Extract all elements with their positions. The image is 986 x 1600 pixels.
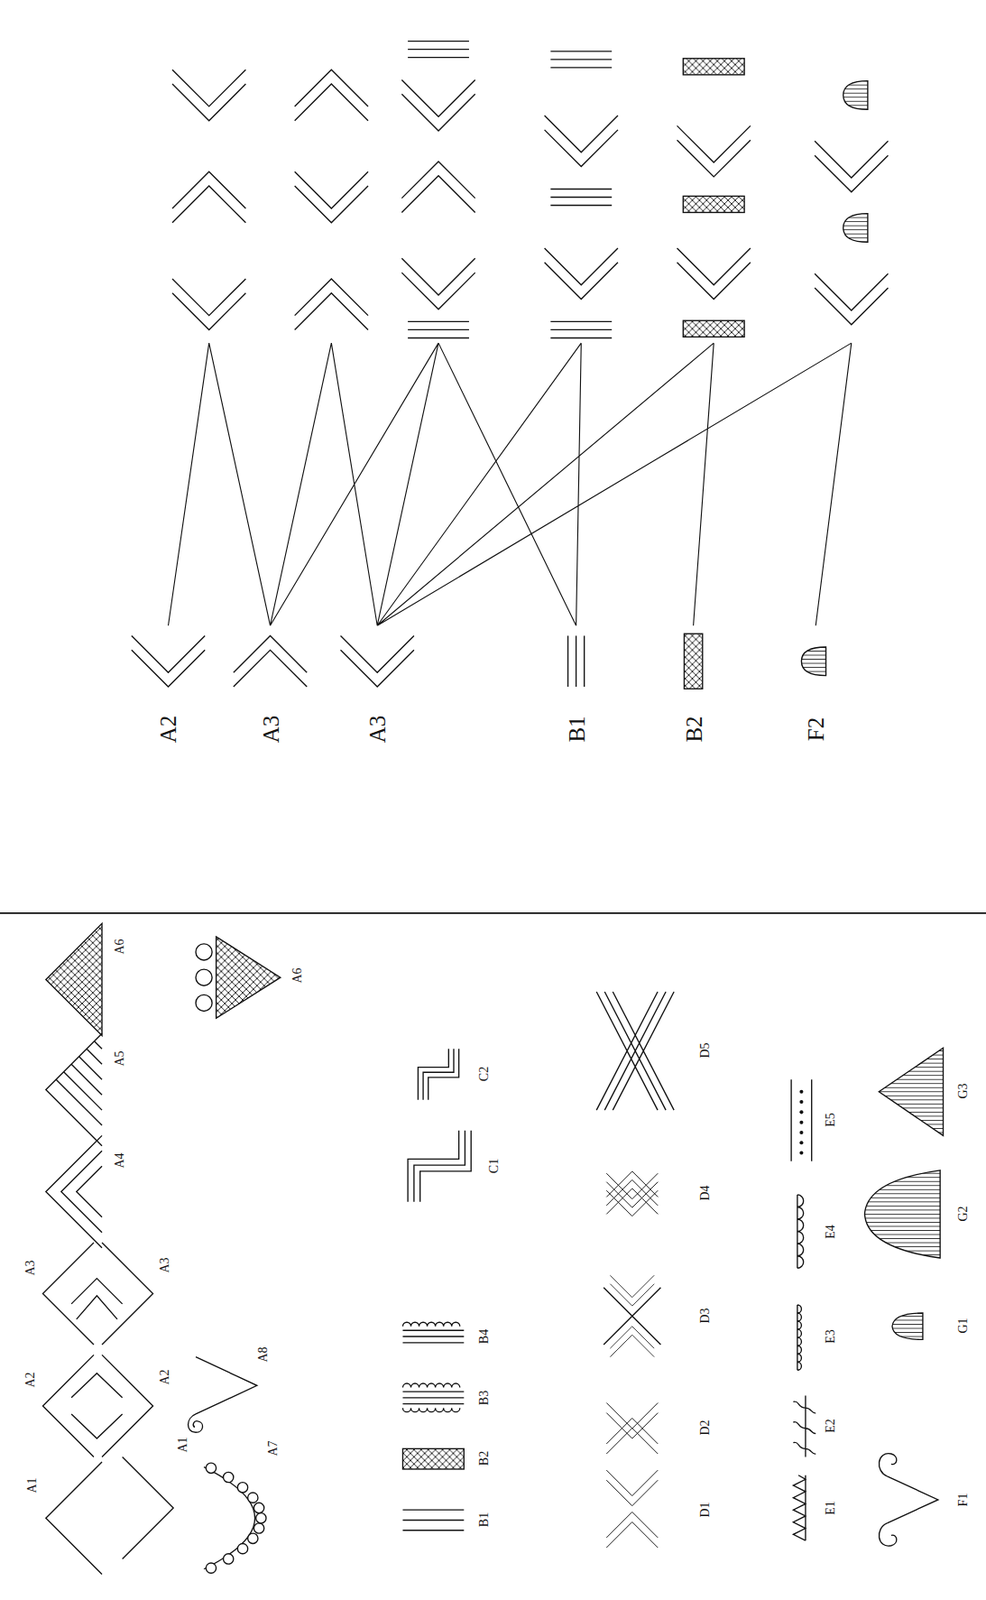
- motif-label: G3: [957, 1083, 970, 1099]
- motif-label: A3: [366, 715, 389, 744]
- motif-label: B1: [564, 716, 588, 743]
- motif-label: G2: [957, 1205, 970, 1221]
- motif-label: C2: [478, 1066, 491, 1081]
- motif-label: A2: [156, 715, 180, 744]
- motif-label: C1: [488, 1158, 501, 1173]
- motif-label: D4: [699, 1185, 712, 1201]
- motif-label: A2: [158, 1368, 172, 1384]
- motif-label: A6: [113, 938, 127, 954]
- motif-label: A8: [257, 1345, 270, 1362]
- motif-label: A5: [113, 1050, 127, 1067]
- motif-label: D3: [699, 1308, 712, 1324]
- motif-label: A2: [24, 1372, 37, 1388]
- motif-label: B1: [478, 1511, 491, 1527]
- motif-label: F2: [804, 717, 828, 741]
- motif-label: D1: [699, 1501, 712, 1517]
- motif-label: E1: [824, 1500, 838, 1515]
- motif-label: A3: [24, 1259, 37, 1275]
- motif-label: D2: [699, 1419, 712, 1436]
- motif-label: B3: [478, 1389, 491, 1404]
- motif-label: B2: [681, 716, 705, 743]
- motif-label: A3: [158, 1256, 172, 1272]
- motif-label: A3: [258, 715, 282, 744]
- motif-label: B2: [478, 1450, 491, 1466]
- motif-label: B4: [478, 1328, 491, 1344]
- motif-label: A6: [291, 967, 305, 983]
- motif-label: E4: [824, 1225, 838, 1240]
- motif-label: E5: [824, 1112, 838, 1127]
- motif-label: E3: [824, 1328, 838, 1344]
- motif-label: E2: [824, 1418, 838, 1433]
- motif-label: A1: [26, 1476, 39, 1493]
- motif-drawing: [0, 41, 986, 1575]
- motif-label: G1: [957, 1317, 970, 1334]
- motif-label: A7: [267, 1439, 280, 1456]
- motif-label: A4: [113, 1152, 127, 1169]
- motif-label: D5: [699, 1042, 712, 1059]
- motif-label: A1: [176, 1436, 190, 1452]
- motif-label: F1: [957, 1492, 970, 1506]
